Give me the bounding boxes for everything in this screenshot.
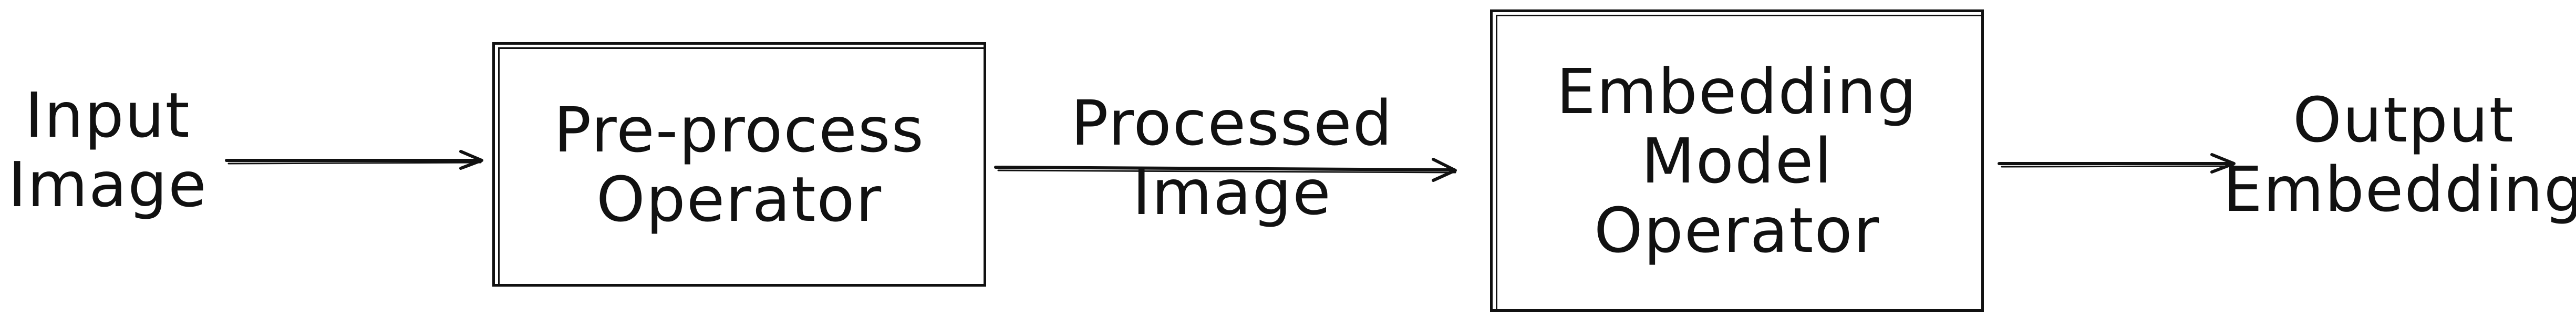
preprocess-operator-box: Pre-process Operator (492, 42, 986, 287)
embedding-model-operator-label: Embedding Model Operator (1493, 56, 1981, 265)
preprocess-line-2: Operator (596, 162, 883, 236)
output-line-2: Embedding (2223, 153, 2576, 226)
input-image-label: Input Image (8, 80, 208, 219)
embedding-model-operator-box: Embedding Model Operator (1490, 9, 1984, 312)
preprocess-to-model-arrow (994, 158, 1457, 182)
preprocess-line-1: Pre-process (554, 93, 925, 166)
processed-line-1: Processed (1071, 87, 1393, 159)
model-line-2: Model (1641, 124, 1833, 197)
output-line-1: Output (2293, 84, 2515, 156)
input-line-1: Input (25, 79, 191, 151)
model-line-1: Embedding (1556, 55, 1918, 128)
input-to-preprocess-arrow (225, 150, 483, 170)
input-line-2: Image (8, 148, 208, 221)
model-line-3: Operator (1594, 194, 1880, 267)
preprocess-operator-label: Pre-process Operator (495, 95, 984, 233)
model-to-output-arrow (1998, 153, 2236, 174)
output-embedding-label: Output Embedding (2223, 85, 2576, 224)
